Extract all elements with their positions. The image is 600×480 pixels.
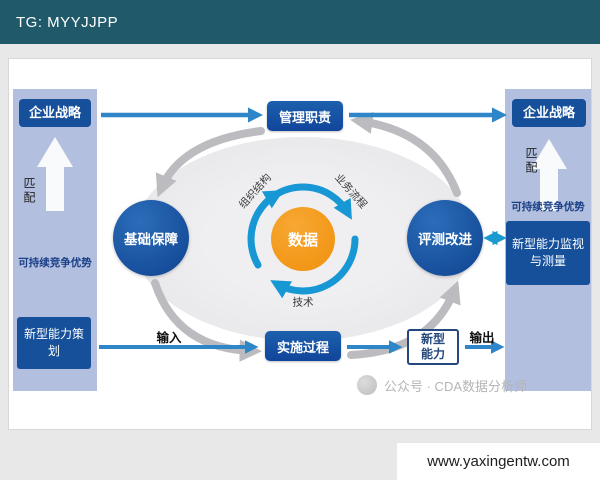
- footer-url-box: www.yaxingentw.com: [397, 443, 600, 480]
- watermark: 公众号 · CDA数据分析师: [357, 375, 527, 395]
- capability-planning-box: 新型能力策划: [17, 317, 91, 369]
- management-duty-box: 管理职责: [267, 101, 343, 131]
- output-label: 输出: [469, 331, 495, 345]
- left-advantage-label: 可持续竞争优势: [18, 257, 92, 269]
- footer-url: www.yaxingentw.com: [427, 453, 570, 470]
- left-match-label: 匹配: [22, 177, 36, 205]
- technology-label: 技术: [292, 296, 314, 309]
- input-label: 输入: [156, 331, 182, 345]
- top-banner: TG: MYYJJPP: [0, 0, 600, 44]
- diagram-panel: 企业战略 匹配 可持续竞争优势 新型能力策划 企业战略 匹配 可持续竞争优势 新…: [8, 58, 592, 430]
- new-capability-box: 新型能力: [407, 329, 459, 365]
- watermark-text: 公众号 · CDA数据分析师: [384, 378, 528, 394]
- data-center-circle: 数据: [271, 207, 335, 271]
- watermark-logo-icon: [357, 375, 377, 395]
- banner-text: TG: MYYJJPP: [16, 13, 119, 31]
- implementation-process-box: 实施过程: [265, 331, 341, 361]
- right-advantage-label: 可持续竞争优势: [511, 201, 585, 213]
- evaluate-improve-circle: 评测改进: [407, 200, 483, 276]
- left-strategy-box: 企业战略: [19, 99, 91, 127]
- capability-monitoring-box: 新型能力监视与测量: [506, 221, 590, 285]
- foundation-support-circle: 基础保障: [113, 200, 189, 276]
- right-match-label: 匹配: [524, 147, 538, 175]
- right-strategy-box: 企业战略: [512, 99, 586, 127]
